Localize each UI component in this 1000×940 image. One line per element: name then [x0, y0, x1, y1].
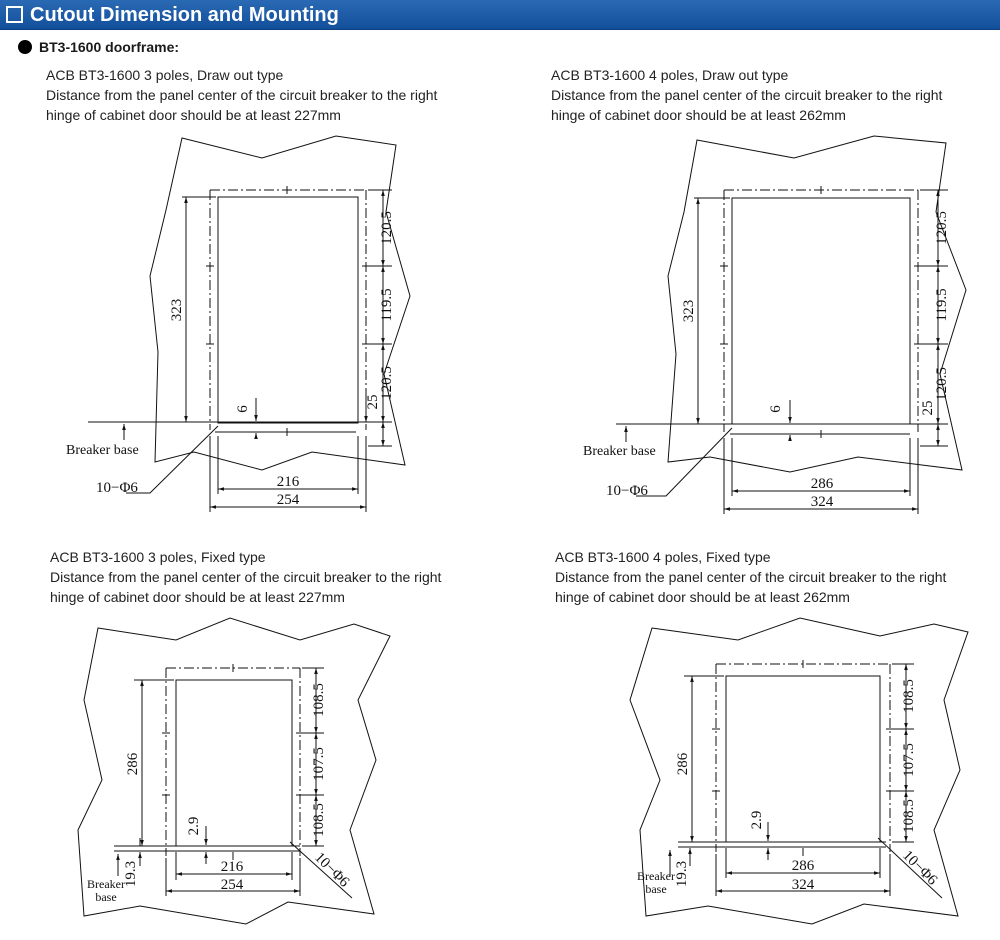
- dim-base-offset: 19.3: [674, 861, 690, 887]
- dim-top: 120.5: [934, 211, 950, 245]
- holes-label: 10−Φ6: [899, 848, 940, 889]
- section-header: Cutout Dimension and Mounting: [0, 0, 1000, 30]
- hole-leader: [289, 841, 353, 899]
- cutout-rect: [217, 196, 359, 424]
- dim-middle: 107.5: [311, 747, 327, 781]
- holes-label: 10−Φ6: [311, 850, 352, 891]
- caption-heading: ACB BT3-1600 3 poles, Draw out type: [46, 67, 284, 83]
- dim-inner-width: 216: [277, 474, 300, 490]
- door-outline: [629, 617, 969, 925]
- caption-line: Distance from the panel center of the ci…: [555, 569, 947, 585]
- hole-leader: [636, 427, 733, 497]
- door-outline: [667, 135, 967, 473]
- dim-middle: 119.5: [934, 288, 950, 321]
- breaker-base-label-2: base: [645, 882, 666, 896]
- hole-marks: [720, 186, 922, 438]
- breaker-base-label-1: Breaker: [87, 877, 125, 891]
- dim-gap: 6: [235, 405, 251, 413]
- dim-top: 108.5: [901, 679, 917, 713]
- caption-line: hinge of cabinet door should be at least…: [50, 589, 345, 605]
- dim-offset: 25: [920, 401, 936, 416]
- dim-gap: 2.9: [749, 811, 765, 830]
- dim-offset: 25: [365, 395, 381, 410]
- caption-draw-out-4p: ACB BT3-1600 4 poles, Draw out type Dist…: [551, 65, 942, 125]
- dim-bottom: 108.5: [311, 803, 327, 837]
- dim-inner-width: 286: [792, 858, 815, 874]
- labels-draw-out-3p: 323 120.5 119.5 120.5 25 6 216 254 10−Φ6…: [66, 211, 395, 508]
- dim-height: 323: [681, 300, 697, 323]
- dim-middle: 119.5: [379, 288, 395, 321]
- hole-leader: [877, 837, 943, 899]
- hole-marks: [162, 664, 304, 860]
- hole-marks: [206, 186, 370, 436]
- dim-base-offset: 19.3: [123, 861, 139, 887]
- drawing-fixed-4p: [629, 617, 969, 925]
- drawing-draw-out-3p: [88, 135, 411, 512]
- hole-leader: [126, 425, 219, 494]
- breaker-base-label-2: base: [95, 890, 116, 904]
- labels-draw-out-4p: 323 120.5 119.5 120.5 25 6 286 324 10−Φ6…: [583, 211, 950, 510]
- caption-draw-out-3p: ACB BT3-1600 3 poles, Draw out type Dist…: [46, 65, 437, 125]
- dim-middle: 107.5: [901, 743, 917, 777]
- holes-label: 10−Φ6: [96, 480, 138, 496]
- breaker-base-label: Breaker base: [66, 443, 139, 458]
- centerlines: [723, 189, 919, 432]
- dim-height: 323: [169, 299, 185, 322]
- dim-top: 120.5: [379, 211, 395, 245]
- subsection-label: BT3-1600 doorframe:: [39, 39, 180, 55]
- caption-fixed-4p: ACB BT3-1600 4 poles, Fixed type Distanc…: [555, 547, 946, 607]
- holes-label: 10−Φ6: [606, 483, 648, 499]
- checkbox-icon: [6, 6, 23, 23]
- dim-gap: 2.9: [186, 817, 202, 836]
- drawing-draw-out-4p: [616, 135, 967, 514]
- hole-marks: [712, 660, 894, 856]
- cutout-rect: [731, 197, 911, 425]
- door-outline: [77, 617, 391, 925]
- drawing-fixed-3p: [77, 617, 391, 925]
- caption-fixed-3p: ACB BT3-1600 3 poles, Fixed type Distanc…: [50, 547, 441, 607]
- dim-bottom: 108.5: [901, 799, 917, 833]
- door-outline: [149, 135, 411, 471]
- dim-outer-width: 254: [277, 492, 300, 508]
- dim-top: 108.5: [311, 683, 327, 717]
- dim-inner-width: 286: [811, 476, 834, 492]
- dim-inner-width: 216: [221, 859, 244, 875]
- dim-bottom: 120.5: [934, 367, 950, 401]
- caption-line: hinge of cabinet door should be at least…: [551, 107, 846, 123]
- bullet-icon: [18, 40, 32, 54]
- dim-gap: 6: [768, 405, 784, 413]
- dim-bottom: 120.5: [379, 366, 395, 400]
- breaker-base-label: Breaker base: [583, 444, 656, 459]
- caption-heading: ACB BT3-1600 3 poles, Fixed type: [50, 549, 266, 565]
- dim-outer-width: 254: [221, 877, 244, 893]
- dim-height: 286: [675, 752, 691, 775]
- caption-heading: ACB BT3-1600 4 poles, Fixed type: [555, 549, 771, 565]
- caption-line: Distance from the panel center of the ci…: [551, 87, 943, 103]
- centerlines: [209, 189, 367, 430]
- caption-line: Distance from the panel center of the ci…: [46, 87, 438, 103]
- section-title: Cutout Dimension and Mounting: [30, 4, 339, 26]
- centerlines: [715, 663, 891, 852]
- dim-height: 286: [125, 752, 141, 775]
- labels-fixed-4p: 286 108.5 107.5 108.5 2.9 19.3 286 324 1…: [637, 679, 940, 896]
- caption-line: hinge of cabinet door should be at least…: [555, 589, 850, 605]
- caption-line: hinge of cabinet door should be at least…: [46, 107, 341, 123]
- dim-outer-width: 324: [792, 877, 815, 893]
- caption-heading: ACB BT3-1600 4 poles, Draw out type: [551, 67, 789, 83]
- breaker-base-label-1: Breaker: [637, 869, 675, 883]
- labels-fixed-3p: 286 108.5 107.5 108.5 2.9 19.3 216 254 1…: [87, 683, 352, 904]
- caption-line: Distance from the panel center of the ci…: [50, 569, 442, 585]
- dim-outer-width: 324: [811, 494, 834, 510]
